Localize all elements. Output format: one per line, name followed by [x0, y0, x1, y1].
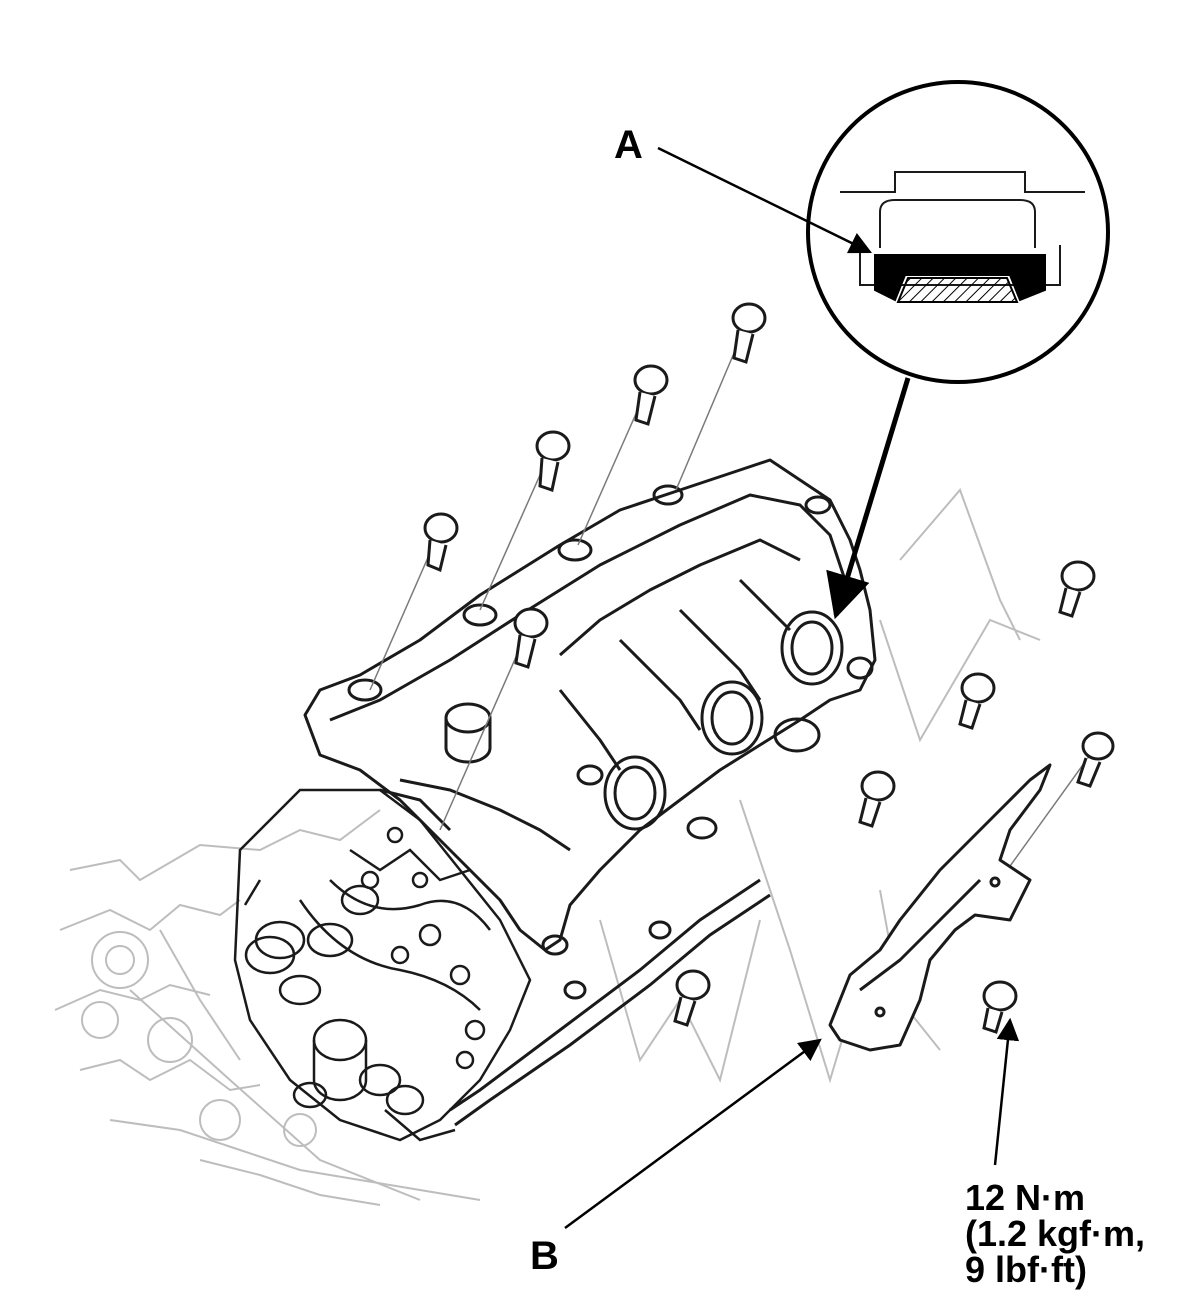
bolt-10 — [673, 969, 711, 1027]
leader-b — [564, 1038, 822, 1230]
intake-manifold — [303, 458, 877, 952]
leader-torque — [993, 1017, 1020, 1166]
intake-ports — [541, 610, 874, 1000]
bolts — [369, 302, 1115, 1034]
callout-a: A — [614, 123, 643, 167]
bracket-b — [828, 763, 1052, 1052]
torque-spec: 12 N·m (1.2 kgf·m, 9 lbf·ft) — [965, 1180, 1145, 1288]
bolt-8 — [999, 731, 1115, 881]
bolt-7 — [958, 672, 996, 730]
torque-kgfm: (1.2 kgf·m, — [965, 1213, 1146, 1254]
torque-nm: 12 N·m — [965, 1177, 1086, 1218]
bolt-3 — [577, 364, 669, 546]
bolt-11 — [982, 980, 1018, 1034]
gasket-seal — [874, 254, 1046, 302]
gasket-hatch — [896, 277, 1019, 303]
bolt-1 — [369, 512, 459, 691]
leader-a — [657, 146, 873, 254]
detail-pointer — [826, 377, 911, 620]
bolt-9 — [858, 770, 896, 828]
bolt-2 — [479, 430, 571, 611]
bolt-5 — [439, 607, 549, 831]
leader-lines — [564, 146, 1020, 1230]
fuel-rail — [379, 788, 771, 1127]
callout-b: B — [530, 1234, 559, 1278]
bolt-6 — [1058, 560, 1096, 618]
torque-lbfft: 9 lbf·ft) — [965, 1249, 1087, 1290]
gasket-detail-view — [806, 80, 1110, 384]
bolt-4 — [675, 302, 767, 491]
injector-cluster — [233, 788, 532, 1142]
